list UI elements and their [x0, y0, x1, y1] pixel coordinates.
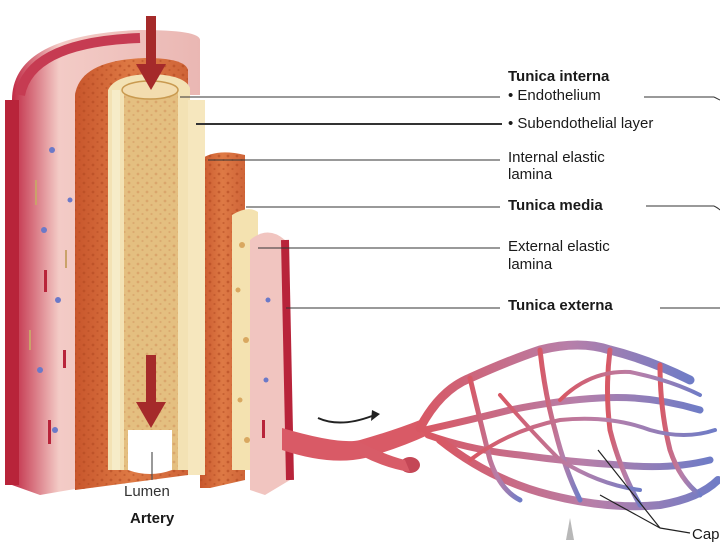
- externa-step: [250, 232, 294, 495]
- label-external-elastic-lamina-line2: lamina: [508, 256, 553, 273]
- label-artery: Artery: [130, 510, 175, 527]
- lumen-opening: [128, 430, 172, 474]
- label-internal-elastic-lamina-line2: lamina: [508, 166, 553, 183]
- label-endothelium: • Endothelium: [508, 87, 603, 104]
- flow-arrow-bottom: [136, 355, 166, 428]
- arteriole: [282, 420, 428, 473]
- label-tunica-interna: Tunica interna: [508, 68, 610, 85]
- curved-flow-arrow: [317, 410, 380, 424]
- capillary-leader-lines: [597, 449, 691, 534]
- label-tunica-externa: Tunica externa: [508, 297, 615, 314]
- capillary-bed: [415, 340, 720, 511]
- label-external-elastic-lamina-line1: External elastic: [508, 238, 610, 255]
- label-capillaries-partial: Cap: [692, 526, 720, 543]
- label-lumen: Lumen: [124, 483, 170, 500]
- label-internal-elastic-lamina-line1: Internal elastic: [508, 149, 605, 166]
- flow-arrow-top: [136, 16, 166, 90]
- label-subendothelial-layer: • Subendothelial layer: [508, 115, 654, 132]
- grey-marker: [566, 518, 574, 540]
- label-leader-lines: [180, 96, 720, 309]
- lumen-core: [121, 80, 179, 470]
- label-tunica-media: Tunica media: [508, 197, 605, 214]
